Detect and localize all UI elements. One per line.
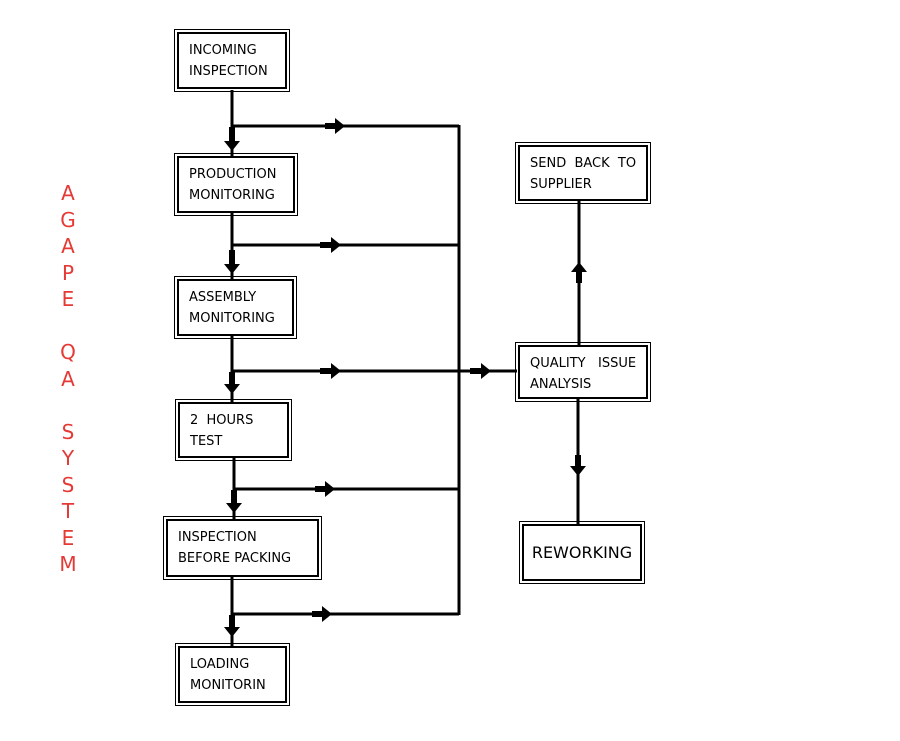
arrow-down-packing [226,490,242,513]
title-letter: S [61,419,75,444]
box-reworking: REWORKING [519,521,645,584]
arrow-right-branch-3 [320,363,341,379]
title-letter: A [61,181,75,205]
title-letter: M [59,552,77,576]
box-2-hours-test-line-2: TEST [190,434,223,449]
arrow-up-sendback [571,262,587,283]
title-letter: Y [61,446,75,470]
title-spacer [55,392,81,419]
box-production-monitoring: PRODUCTION MONITORING [174,153,298,216]
arrow-down-test [224,372,240,394]
title-letter: E [61,287,75,311]
box-loading-monitoring-line-2: MONITORIN [190,678,266,693]
box-incoming-inspection-line-2: INSPECTION [189,64,268,79]
arrow-down-loading [224,615,240,637]
box-send-back-line-2: SUPPLIER [530,177,592,192]
arrow-down-reworking [570,455,586,476]
box-production-monitoring-line-1: PRODUCTION [189,167,277,182]
box-inspection-before-packing-line-2: BEFORE PACKING [178,551,292,566]
arrow-down-production [224,127,240,151]
arrow-right-branch-1 [325,118,345,134]
box-assembly-monitoring-line-1: ASSEMBLY [189,290,257,305]
title-letter: P [61,260,75,285]
box-reworking-label: REWORKING [531,543,633,562]
arrow-down-assembly [224,250,240,274]
box-quality-issue-line-1: QUALITY ISSUE [530,356,637,371]
title-letter: A [61,234,75,258]
title-letter: G [60,207,76,232]
box-quality-issue-line-2: ANALYSIS [530,377,592,392]
box-loading-monitoring: LOADING MONITORIN [175,643,290,706]
box-incoming-inspection: INCOMING INSPECTION [174,29,290,92]
title-letter: A [61,366,75,391]
box-inspection-before-packing: INSPECTION BEFORE PACKING [163,516,322,580]
box-production-monitoring-line-2: MONITORING [189,188,275,203]
title-letter: Q [60,340,76,364]
box-send-back-line-1: SEND BACK TO [530,156,637,171]
box-inspection-before-packing-line-1: INSPECTION [178,530,257,545]
box-2-hours-test: 2 HOURS TEST [175,399,292,461]
arrow-right-to-quality [470,363,491,379]
box-assembly-monitoring: ASSEMBLY MONITORING [174,276,297,339]
arrow-right-branch-5 [312,606,332,622]
box-send-back-to-supplier: SEND BACK TO SUPPLIER [515,142,651,204]
box-loading-monitoring-line-1: LOADING [190,657,250,672]
arrow-right-branch-2 [320,237,341,253]
box-incoming-inspection-line-1: INCOMING [189,43,257,58]
box-assembly-monitoring-line-2: MONITORING [189,311,275,326]
title-letter: T [61,499,75,523]
title-spacer [55,313,81,340]
box-quality-issue-analysis: QUALITY ISSUE ANALYSIS [515,342,651,402]
box-2-hours-test-line-1: 2 HOURS [190,413,254,428]
arrow-right-branch-4 [315,481,335,497]
title-letter: S [61,472,75,497]
title-letter: E [61,525,75,550]
